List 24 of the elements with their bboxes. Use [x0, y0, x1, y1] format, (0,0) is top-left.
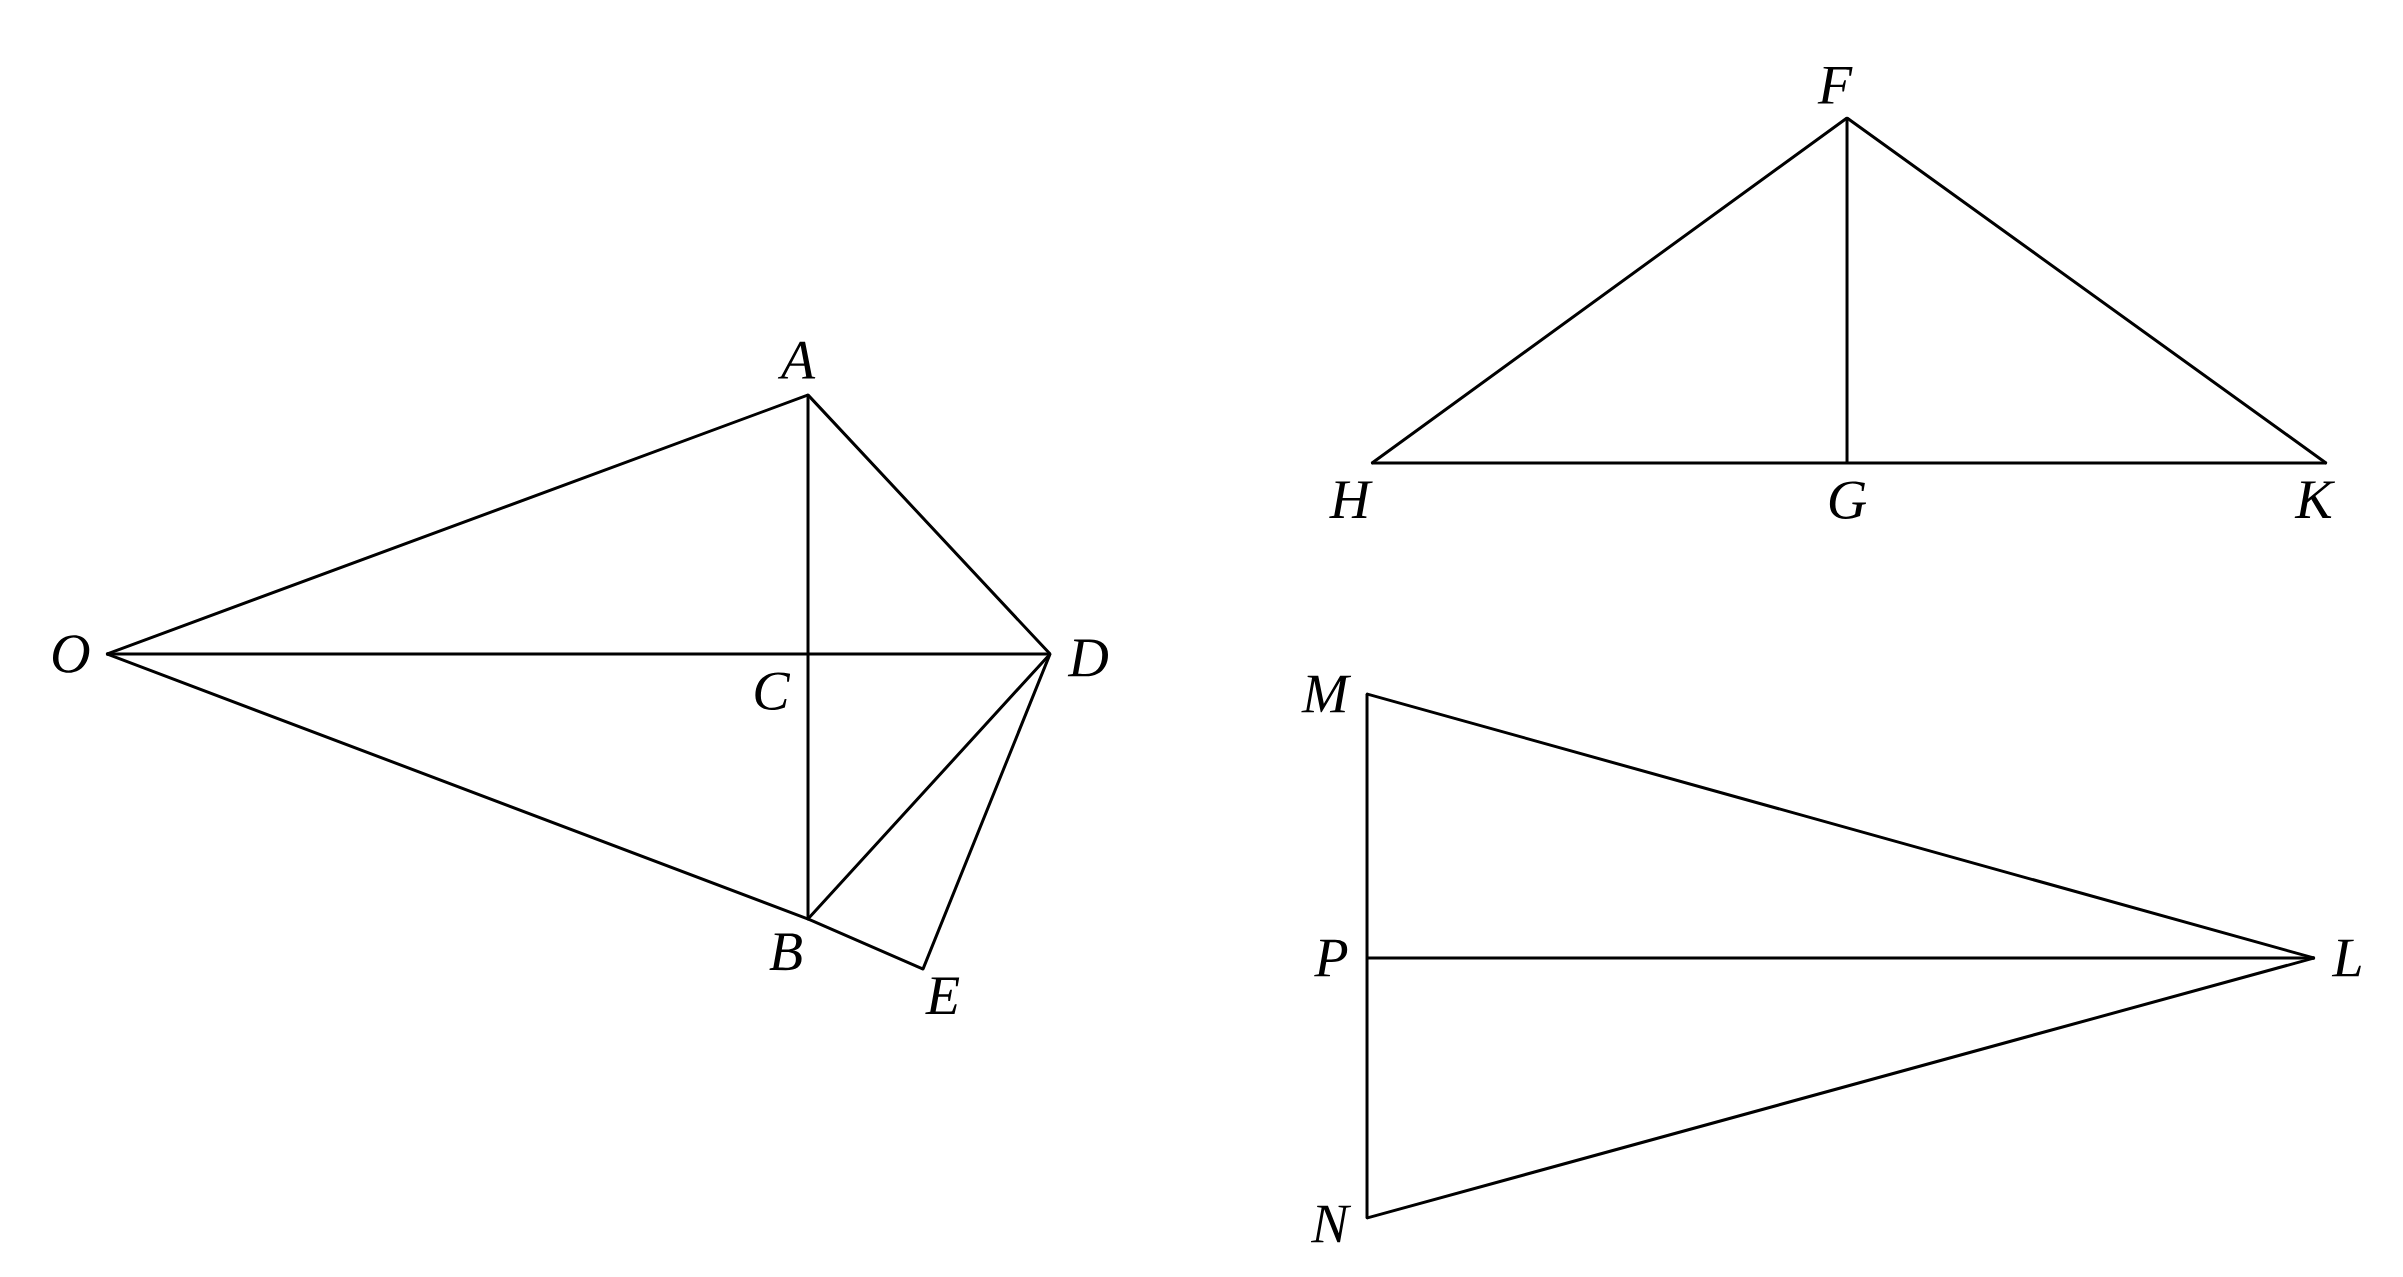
line-segment: [1365, 692, 1369, 1220]
line-segment: [806, 917, 925, 971]
vertex-label: P: [1314, 939, 1348, 977]
vertex-label: M: [1301, 675, 1352, 713]
line-segment: [105, 652, 810, 921]
vertex-label: L: [2331, 939, 2361, 977]
vertex-label: K: [2294, 481, 2336, 519]
line-segment: [921, 652, 1052, 971]
vertex-label: N: [1310, 1205, 1352, 1243]
line-segment: [105, 652, 1052, 656]
line-segment: [806, 393, 1052, 656]
vertex-label: D: [1067, 639, 1108, 677]
vertex-label: O: [53, 635, 90, 673]
vertex-label: E: [925, 977, 960, 1015]
vertex-label: G: [1829, 481, 1867, 519]
vertex-label: F: [1817, 66, 1853, 104]
line-segment: [1845, 116, 2328, 465]
vertex-label: A: [777, 341, 816, 379]
line-segment: [806, 652, 1052, 921]
line-segment: [1365, 956, 2316, 1220]
vertex-label: C: [755, 672, 791, 710]
line-segment: [1370, 461, 2328, 465]
vertex-label: H: [1329, 481, 1373, 519]
vertex-label: B: [769, 933, 802, 971]
